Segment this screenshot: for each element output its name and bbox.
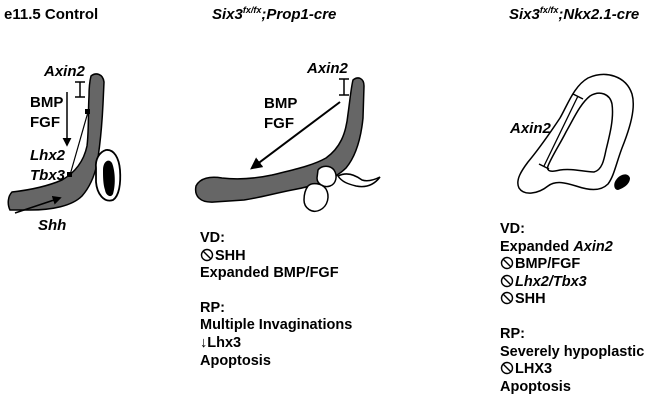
nkx21-tissue-outline	[517, 73, 634, 194]
prop1-rp-item-3: Apoptosis	[200, 352, 271, 369]
prop1-vd-heading: VD:	[200, 230, 225, 246]
nkx21-vd-heading: VD:	[500, 221, 525, 237]
axin2-inhibit-nkx21-cap-bottom	[538, 163, 550, 170]
label-axin2-prop1: Axin2	[306, 60, 349, 77]
panel-title-nkx21: Six3fx/fx;Nkx2.1-cre	[509, 5, 639, 23]
prop1-lobe-1	[316, 165, 337, 188]
prop1-lobe-2	[303, 182, 329, 212]
nkx21-vd-item-1-prefix: Expanded	[500, 238, 574, 255]
nkx21-rp-item-2: LHX3	[500, 361, 644, 379]
panel-nkx21-cre: Six3fx/fx;Nkx2.1-cre Axin2	[509, 5, 639, 194]
null-symbol-icon	[500, 256, 514, 270]
prop1-rp-item-1: Multiple Invaginations	[200, 317, 353, 334]
nkx21-vd-item-2: BMP/FGF	[500, 256, 644, 274]
nkx21-rp-item-3: Apoptosis	[500, 378, 571, 395]
label-bmp-control: BMP	[30, 94, 63, 111]
label-bmp-prop1: BMP	[264, 95, 297, 112]
nkx21-vd-item-1: Expanded Axin2	[500, 239, 644, 257]
label-axin2-nkx21: Axin2	[509, 120, 552, 137]
title-gene-nkx21: Six3	[509, 6, 541, 23]
prop1-notes: VD: SHH Expanded BMP/FGF RP: Multiple In…	[200, 230, 352, 370]
title-allele-prop1: fx/fx	[243, 5, 263, 15]
nkx21-rp-item-2-text: LHX3	[515, 361, 553, 378]
domain-marker-bottom	[67, 172, 72, 177]
bmp-fgf-arrow-prop1	[250, 101, 341, 170]
nkx21-vd-item-3-text: Lhx2/Tbx3	[515, 273, 587, 290]
axin2-inhibit-nkx21	[543, 95, 579, 167]
null-symbol-icon	[200, 248, 214, 261]
label-axin2-control: Axin2	[43, 63, 86, 80]
lhx2-tbx3-domain-line	[69, 111, 89, 176]
label-shh-control: Shh	[38, 217, 66, 234]
label-tbx3-control: Tbx3	[30, 167, 66, 184]
axin2-inhibit-nkx21-cap-top	[572, 93, 584, 100]
title-allele-nkx21: fx/fx	[540, 5, 560, 15]
title-gene-prop1: Six3	[212, 6, 244, 23]
title-cre-prop1: ;Prop1-cre	[261, 6, 336, 23]
panel-title-prop1: Six3fx/fx;Prop1-cre	[212, 5, 336, 23]
label-fgf-control: FGF	[30, 114, 60, 131]
null-symbol-icon	[500, 274, 514, 287]
down-arrow-icon: ↓	[200, 334, 208, 351]
prop1-rp-item-2: ↓Lhx3	[200, 335, 352, 353]
nkx21-rp-item-1: Severely hypoplastic	[500, 343, 645, 360]
nkx21-vd-item-2-text: BMP/FGF	[515, 256, 581, 273]
null-symbol-icon	[500, 292, 514, 305]
prop1-rp-heading: RP:	[200, 299, 225, 316]
label-lhx2-control: Lhx2	[30, 147, 66, 164]
panel-title-control: e11.5 Control	[4, 6, 98, 23]
shh-arrow-control	[14, 196, 62, 214]
prop1-vd-item-2: Expanded BMP/FGF	[200, 265, 339, 282]
prop1-rp-item-2-text: Lhx3	[207, 334, 242, 351]
prop1-notes-gap	[200, 283, 352, 300]
nkx21-notes: VD: Expanded Axin2 BMP/FGF Lhx2/Tbx3 SHH…	[500, 221, 644, 396]
panel-prop1-cre: Six3fx/fx;Prop1-cre Axin2 BMP FGF	[194, 5, 381, 212]
nkx21-vd-item-4-text: SHH	[515, 291, 546, 308]
nkx21-speck	[614, 174, 630, 190]
domain-marker-top	[85, 109, 90, 114]
nkx21-vd-item-4: SHH	[500, 291, 644, 309]
title-cre-nkx21: ;Nkx2.1-cre	[558, 6, 639, 23]
nkx21-vd-item-3: Lhx2/Tbx3	[500, 274, 644, 292]
prop1-tail	[336, 173, 381, 188]
prop1-vd-item-1-text: SHH	[215, 247, 246, 264]
null-symbol-icon	[500, 361, 514, 375]
control-bulb-core	[103, 160, 115, 197]
control-tissue	[7, 73, 105, 211]
label-fgf-prop1: FGF	[264, 115, 294, 132]
nkx21-rp-heading: RP:	[500, 325, 525, 342]
panel-control: e11.5 Control Axin2 BMP FGF Lhx2 Tbx3 Sh…	[4, 6, 122, 234]
nkx21-vd-item-1-gene: Axin2	[573, 238, 613, 255]
prop1-vd-item-1: SHH	[200, 248, 352, 266]
nkx21-notes-gap	[500, 309, 644, 326]
